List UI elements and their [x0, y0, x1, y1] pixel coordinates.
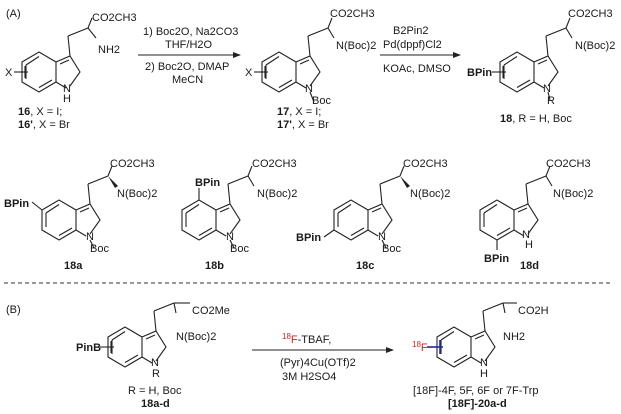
compound-16-ring-n: N: [63, 83, 71, 95]
compound-16-ester: CO2CH3: [92, 12, 137, 24]
compound-17-n-sub: Boc: [312, 95, 331, 107]
panel-a-label: (A): [6, 8, 21, 20]
compound-18a-d-n-sub: R: [152, 368, 160, 380]
compound-18b-substituent: BPin: [195, 177, 220, 189]
compound-16-caption-1: 16, X = I;: [18, 106, 62, 118]
compound-20a-d-ring-h: H: [480, 368, 488, 380]
step2-reagent-3: KOAc, DMSO: [383, 63, 451, 75]
compound-18a-d-caption-2: 18a-d: [141, 398, 170, 410]
step1-reagent-4: MeCN: [172, 74, 203, 86]
compound-18a-amine: N(Boc)2: [117, 188, 157, 200]
compound-18a-ester: CO2CH3: [110, 158, 155, 170]
compound-18a-d-substituent: PinB: [76, 342, 101, 354]
compound-18b-ester: CO2CH3: [252, 158, 297, 170]
compound-18: [492, 17, 573, 101]
compound-18d-n-sub: H: [525, 239, 533, 251]
compound-18a-substituent: BPin: [4, 198, 29, 210]
compound-18d-ring-n: N: [522, 229, 530, 241]
compound-18a-d-caption-1: R = H, Boc: [128, 385, 182, 397]
compound-18b-id: 18b: [205, 260, 224, 272]
compound-18a-d-ester: CO2Me: [192, 305, 230, 317]
compound-20a-d-fluorine: 18F: [412, 340, 428, 354]
compound-16: [14, 17, 97, 93]
compound-17-amine: N(Boc)2: [336, 40, 376, 52]
compound-18d-amine: N(Boc)2: [553, 188, 593, 200]
compound-18c-amine: N(Boc)2: [410, 188, 450, 200]
compound-18d-id: 18d: [520, 260, 539, 272]
compound-18c-ester: CO2CH3: [403, 158, 448, 170]
step1-reagent-2: THF/H2O: [165, 39, 213, 51]
compound-20a-d-caption-1: [18F]-4F, 5F, 6F or 7F-Trp: [413, 385, 539, 397]
compound-18b: [181, 165, 255, 249]
stepb-reagent-1: 18F-TBAF,: [282, 332, 331, 346]
compound-18b-ring-n: N: [226, 231, 234, 243]
step1-reagent-1: 1) Boc2O, Na2CO3: [143, 26, 238, 38]
compound-18d: [479, 165, 553, 250]
compound-18d-substituent: BPin: [484, 253, 509, 265]
compound-18-ester: CO2CH3: [568, 8, 613, 20]
compound-17: [254, 17, 335, 103]
compound-16-caption-2: 16', X = Br: [18, 119, 70, 131]
stepb-reagent-2: (Pyr)4Cu(OTf)2: [280, 357, 356, 369]
compound-16-substituent: X: [5, 67, 13, 79]
compound-18a-n-sub: Boc: [90, 243, 109, 255]
compound-17-caption-1: 17, X = I;: [277, 106, 321, 118]
compound-20a-d-acid: CO2H: [518, 305, 549, 317]
compound-18c: [323, 165, 410, 249]
compound-18a-id: 18a: [64, 260, 83, 272]
compound-20a-d-ring-n: N: [480, 357, 488, 369]
step2-reagent-1: B2Pin2: [393, 25, 428, 37]
compound-18a-ring-n: N: [86, 231, 94, 243]
compound-18c-ring-n: N: [378, 231, 386, 243]
compound-20a-d-caption-2: [18F]-20a-d: [448, 398, 507, 410]
compound-18a: [31, 165, 118, 249]
compound-17-caption-2: 17', X = Br: [277, 119, 329, 131]
compound-20a-d: [427, 302, 517, 368]
panel-b-label: (B): [6, 304, 21, 316]
compound-18c-id: 18c: [356, 260, 374, 272]
compound-18b-amine: N(Boc)2: [257, 188, 297, 200]
step1-reagent-3: 2) Boc2O, DMAP: [145, 61, 229, 73]
compound-17-substituent: X: [245, 67, 253, 79]
compound-18a-d: [100, 302, 190, 368]
compound-16-amine: NH2: [98, 44, 120, 56]
compound-18-amine: N(Boc)2: [575, 40, 615, 52]
compound-18-caption: 18, R = H, Boc: [500, 113, 572, 125]
compound-18a-d-amine: N(Boc)2: [176, 331, 216, 343]
compound-18-ring-n: N: [543, 83, 551, 95]
compound-20a-d-amine: NH2: [503, 331, 525, 343]
compound-16-ring-h: H: [63, 93, 71, 105]
compound-18c-substituent: BPin: [296, 232, 321, 244]
compound-18a-d-ring-n: N: [151, 357, 159, 369]
compound-17-ring-n: N: [305, 83, 313, 95]
step2-reagent-2: Pd(dppf)Cl2: [383, 39, 442, 51]
compound-18b-n-sub: Boc: [230, 243, 249, 255]
compound-18d-ester: CO2CH3: [546, 158, 591, 170]
compound-18c-n-sub: Boc: [382, 243, 401, 255]
compound-18-n-sub: R: [547, 95, 555, 107]
compound-17-ester: CO2CH3: [330, 8, 375, 20]
stepb-reagent-3: 3M H2SO4: [282, 371, 336, 383]
compound-18-substituent: BPin: [467, 67, 492, 79]
